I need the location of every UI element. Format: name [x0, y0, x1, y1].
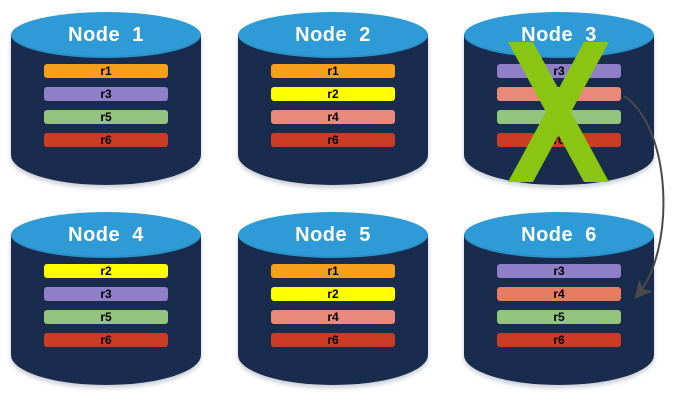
node-4-replica-list: r2 r3 r5 r6	[44, 264, 168, 347]
replica-bar[interactable]: r5	[497, 110, 621, 124]
node-2-replica-list: r1 r2 r4 r6	[271, 64, 395, 147]
replica-bar[interactable]: r2	[271, 287, 395, 301]
replica-bar[interactable]: r3	[44, 87, 168, 101]
node-3[interactable]: Node 3 r3 r4 r5 r6	[464, 12, 654, 185]
replica-bar[interactable]: r2	[44, 264, 168, 278]
replica-bar[interactable]: r3	[497, 64, 621, 78]
replica-bar[interactable]: r4	[497, 287, 621, 301]
replica-bar[interactable]: r3	[44, 287, 168, 301]
node-5-replica-list: r1 r2 r4 r6	[271, 264, 395, 347]
node-5-cylinder-top	[238, 212, 428, 258]
node-1-label: Node 1	[68, 24, 144, 46]
replica-bar[interactable]: r3	[497, 264, 621, 278]
replica-bar[interactable]: r6	[44, 333, 168, 347]
replica-bar[interactable]: r5	[44, 310, 168, 324]
replica-bar[interactable]: r6	[497, 133, 621, 147]
node-6-replica-list: r3 r4 r5 r6	[497, 264, 621, 347]
replica-bar[interactable]: r6	[44, 133, 168, 147]
node-6-cylinder-top	[464, 212, 654, 258]
replica-bar[interactable]: r2	[271, 87, 395, 101]
node-5-label: Node 5	[295, 224, 371, 246]
node-2-cylinder-body	[238, 34, 428, 185]
replica-bar[interactable]: r6	[271, 133, 395, 147]
replica-bar[interactable]: r1	[271, 264, 395, 278]
node-3-label: Node 3	[521, 24, 597, 46]
node-2-cylinder-top	[238, 12, 428, 58]
replica-bar[interactable]: r1	[271, 64, 395, 78]
node-4[interactable]: Node 4 r2 r3 r5 r6	[11, 212, 201, 385]
node-1-replica-list: r1 r3 r5 r6	[44, 64, 168, 147]
node-4-cylinder-top	[11, 212, 201, 258]
node-1[interactable]: Node 1 r1 r3 r5 r6	[11, 12, 201, 185]
node-5-cylinder-body	[238, 234, 428, 385]
node-5[interactable]: Node 5 r1 r2 r4 r6	[238, 212, 428, 385]
node-2-label: Node 2	[295, 24, 371, 46]
node-4-cylinder-body	[11, 234, 201, 385]
replica-bar[interactable]: r4	[271, 310, 395, 324]
node-1-cylinder-top	[11, 12, 201, 58]
replica-bar[interactable]: r4	[271, 110, 395, 124]
replica-bar[interactable]: r6	[271, 333, 395, 347]
node-4-label: Node 4	[68, 224, 144, 246]
node-6-label: Node 6	[521, 224, 597, 246]
replica-bar[interactable]: r5	[44, 110, 168, 124]
node-2[interactable]: Node 2 r1 r2 r4 r6	[238, 12, 428, 185]
node-6[interactable]: Node 6 r3 r4 r5 r6	[464, 212, 654, 385]
replica-bar[interactable]: r6	[497, 333, 621, 347]
replica-bar[interactable]: r5	[497, 310, 621, 324]
node-3-replica-list: r3 r4 r5 r6	[497, 64, 621, 147]
replica-bar[interactable]: r4	[497, 87, 621, 101]
node-6-cylinder-body	[464, 234, 654, 385]
node-1-cylinder-body	[11, 34, 201, 185]
replica-bar[interactable]: r1	[44, 64, 168, 78]
